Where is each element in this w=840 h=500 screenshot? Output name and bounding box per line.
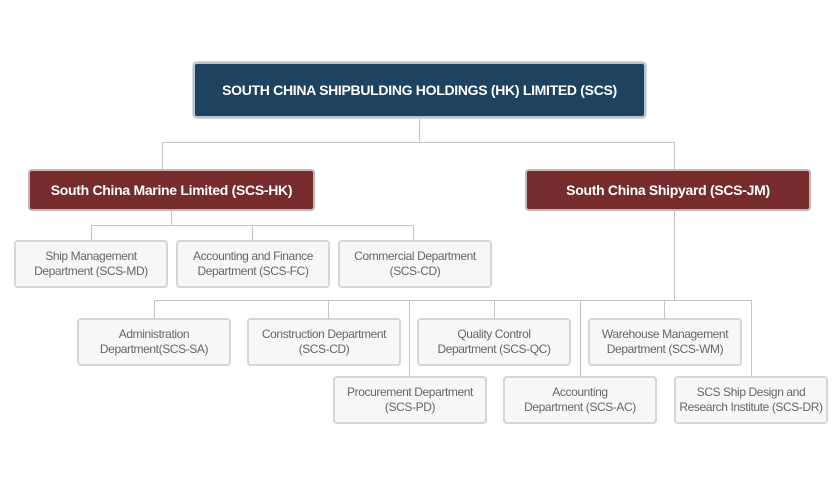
department-code: (SCS-CD) xyxy=(298,342,350,356)
connector xyxy=(580,300,581,376)
department-name: Construction Department xyxy=(261,327,387,341)
subsidiary-name: South China Shipyard (SCS-JM) xyxy=(566,182,770,198)
connector xyxy=(162,142,163,169)
connector xyxy=(674,210,675,300)
department-code: Department (SCS-MD) xyxy=(34,264,148,278)
department-name: Procurement Department xyxy=(347,385,473,399)
department-name: Accounting xyxy=(552,385,608,399)
department-code: Department(SCS-SA) xyxy=(99,342,209,356)
department-code: (SCS-CD) xyxy=(389,264,441,278)
connector xyxy=(664,300,665,318)
subsidiary-box-scs-hk: South China Marine Limited (SCS-HK) xyxy=(28,169,315,211)
department-name: Warehouse Management xyxy=(601,327,729,341)
department-name: Accounting and Finance xyxy=(193,249,313,263)
connector xyxy=(328,300,329,318)
holding-company-name: SOUTH CHINA SHIPBULDING HOLDINGS (HK) LI… xyxy=(222,82,617,98)
department-code: (SCS-PD) xyxy=(384,400,436,414)
department-code: Department (SCS-WM) xyxy=(606,342,724,356)
department-name: Quality Control xyxy=(457,327,531,341)
connector xyxy=(413,225,414,240)
department-name: Ship Management xyxy=(45,249,137,263)
department-code: Department (SCS-QC) xyxy=(437,342,551,356)
department-name: SCS Ship Design and xyxy=(696,385,806,399)
department-box-scs-cd-commercial: Commercial Department(SCS-CD) xyxy=(338,240,492,288)
department-name: Administration xyxy=(118,327,190,341)
connector xyxy=(91,225,92,240)
connector xyxy=(674,142,675,169)
connector xyxy=(154,300,752,301)
subsidiary-box-scs-jm: South China Shipyard (SCS-JM) xyxy=(525,169,811,211)
department-box-scs-cd-construction: Construction Department(SCS-CD) xyxy=(247,318,401,366)
connector xyxy=(409,300,410,376)
subsidiary-name: South China Marine Limited (SCS-HK) xyxy=(50,182,293,198)
connector xyxy=(154,300,155,318)
connector xyxy=(419,117,420,142)
department-code: Department (SCS-FC) xyxy=(197,264,309,278)
department-code: Department (SCS-AC) xyxy=(524,400,636,414)
department-name: Commercial Department xyxy=(354,249,476,263)
connector xyxy=(751,300,752,376)
holding-company-box: SOUTH CHINA SHIPBULDING HOLDINGS (HK) LI… xyxy=(193,62,646,118)
connector xyxy=(171,210,172,225)
connector xyxy=(494,300,495,318)
connector xyxy=(162,142,675,143)
connector xyxy=(252,225,253,240)
department-code: Research Institute (SCS-DR) xyxy=(679,400,823,414)
department-box-scs-pd: Procurement Department(SCS-PD) xyxy=(333,376,487,424)
